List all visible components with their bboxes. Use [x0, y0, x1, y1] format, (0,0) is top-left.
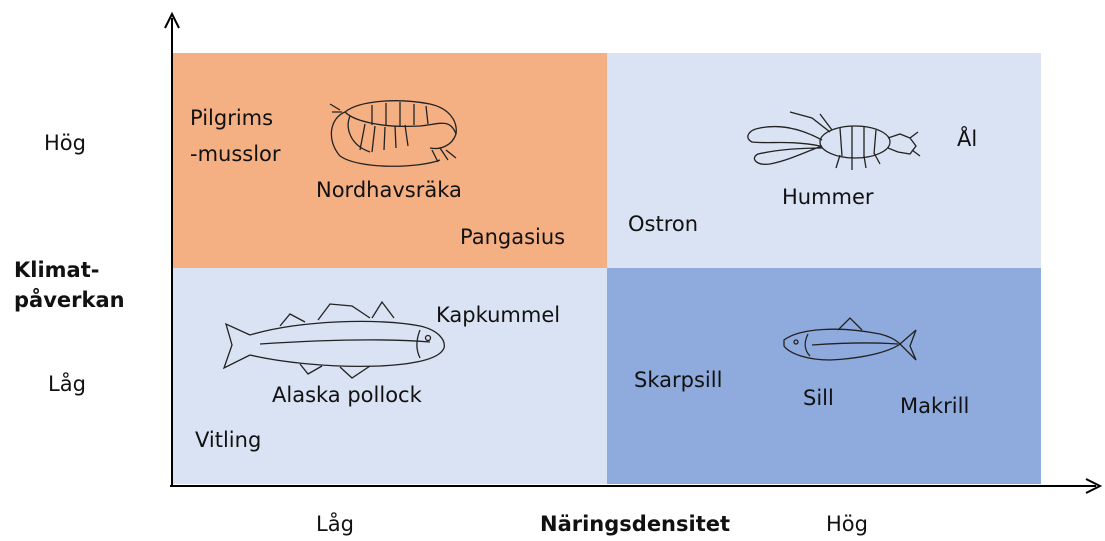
x-axis-label: Näringsdensitet: [540, 512, 730, 537]
x-low-label: Låg: [316, 512, 354, 537]
herring-icon: [784, 318, 916, 360]
item-al: Ål: [957, 127, 977, 152]
shrimp-icon: [330, 101, 456, 167]
item-hummer: Hummer: [782, 185, 874, 210]
item-pilgrimsmusslor-line2: -musslor: [190, 142, 281, 167]
item-pilgrimsmusslor-line1: Pilgrims: [190, 106, 273, 131]
x-axis: [170, 479, 1100, 493]
item-ostron: Ostron: [628, 212, 698, 237]
y-axis-label-line2: påverkan: [14, 285, 125, 315]
item-vitling: Vitling: [195, 428, 261, 453]
y-high-label: Hög: [44, 131, 86, 156]
item-makrill: Makrill: [900, 394, 969, 419]
item-nordhavsraka: Nordhavsräka: [316, 178, 462, 203]
y-axis-label: Klimat- påverkan: [14, 255, 125, 315]
y-axis: [165, 14, 179, 486]
cod-icon: [224, 302, 444, 378]
item-sill: Sill: [803, 386, 834, 411]
y-axis-label-line1: Klimat-: [14, 255, 125, 285]
item-alaska-pollock: Alaska pollock: [272, 383, 422, 408]
item-kapkummel: Kapkummel: [436, 303, 560, 328]
item-skarpsill: Skarpsill: [634, 368, 722, 393]
x-high-label: Hög: [826, 512, 868, 537]
item-pangasius: Pangasius: [460, 225, 565, 250]
y-low-label: Låg: [48, 372, 86, 397]
lobster-icon: [748, 112, 920, 170]
